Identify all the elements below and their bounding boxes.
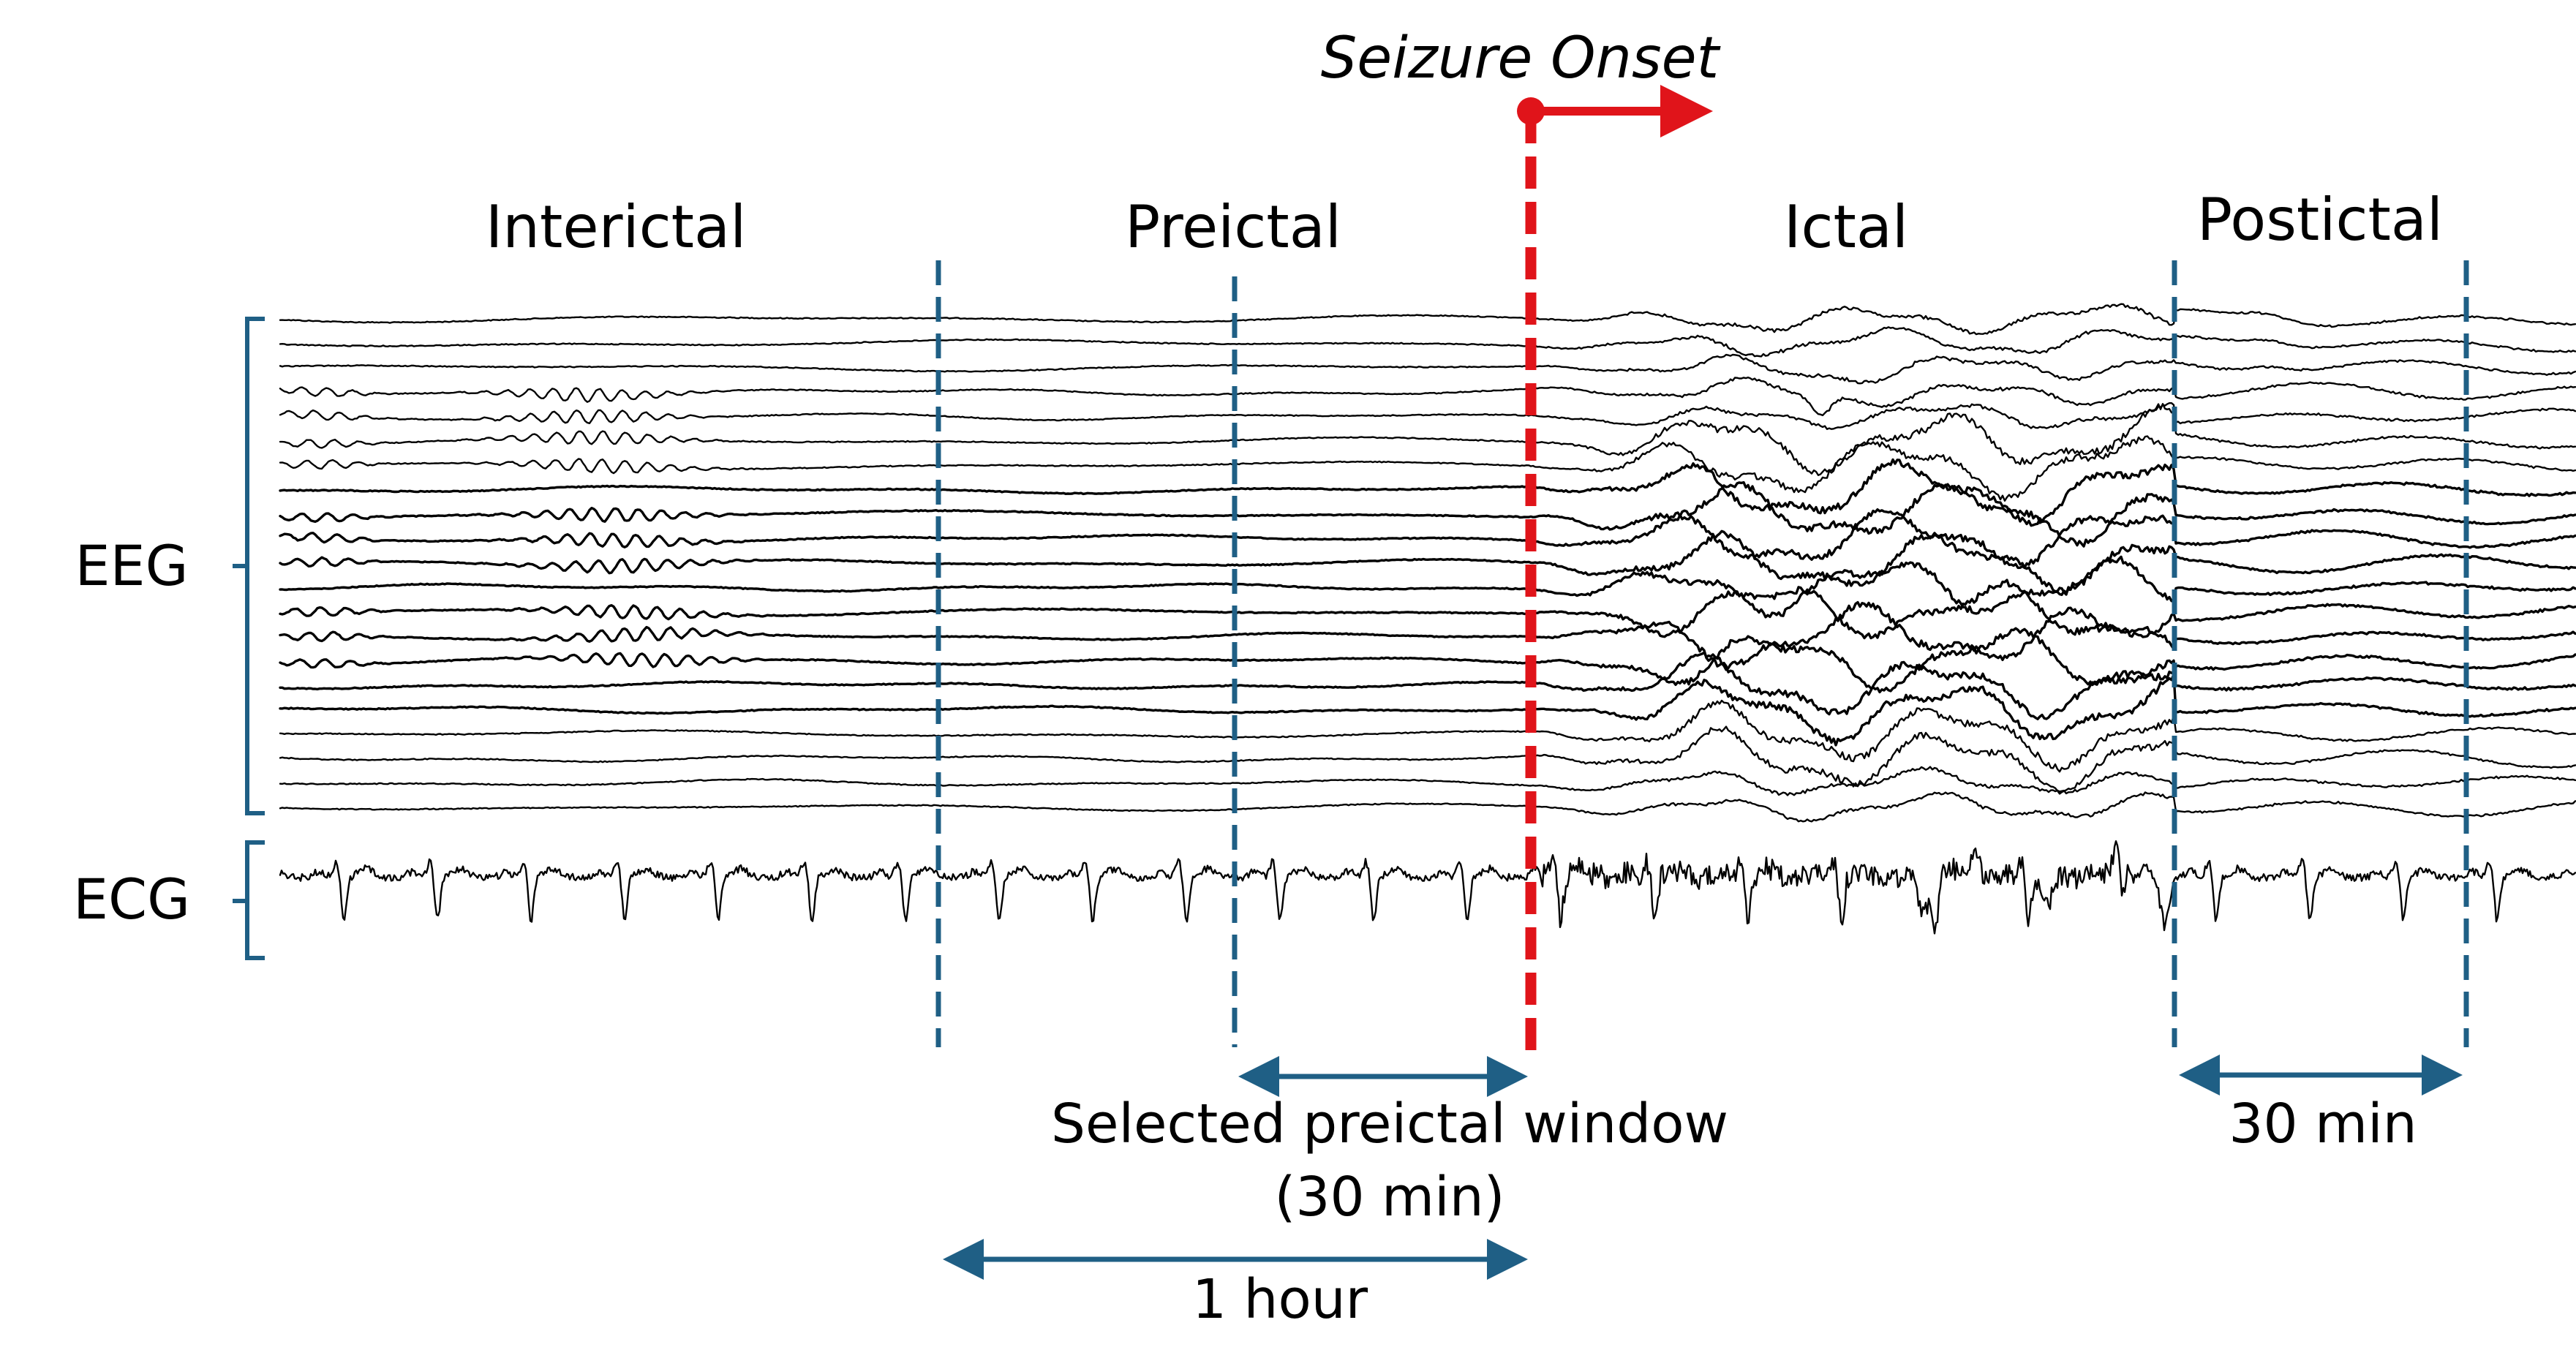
eeg-channel-trace — [279, 403, 2576, 476]
eeg-channel-trace — [279, 627, 2576, 694]
phase-label-postictal: Postictal — [2197, 186, 2443, 254]
eeg-channel-trace — [279, 529, 2576, 596]
eeg-channel-trace — [279, 303, 2576, 336]
ecg-bracket — [233, 840, 265, 960]
selected-window-label: Selected preictal window — [1051, 1093, 1728, 1155]
phase-label-interictal: Interictal — [486, 193, 747, 261]
eeg-channel-trace — [279, 376, 2576, 417]
eeg-channel-trace — [279, 508, 2576, 570]
eeg-channel-trace — [279, 326, 2576, 358]
eeg-channel-trace — [279, 600, 2576, 671]
eeg-channel-trace — [279, 578, 2576, 640]
eeg-channel-trace — [279, 555, 2576, 619]
phase-label-ictal: Ictal — [1784, 193, 1908, 261]
eeg-channel-trace — [279, 435, 2576, 502]
eeg-channel-trace — [279, 725, 2576, 795]
selected-window-duration-label: (30 min) — [1275, 1166, 1505, 1229]
eeg-channel-trace — [279, 766, 2576, 796]
eeg-channel-trace — [279, 353, 2576, 385]
eeg-channel-trace — [279, 651, 2576, 720]
seizure-onset-label: Seizure Onset — [1321, 26, 1721, 91]
eeg-traces — [279, 303, 2576, 823]
ecg-trace — [279, 840, 2576, 935]
eeg-bracket — [233, 317, 265, 815]
postictal-duration-label: 30 min — [2229, 1093, 2417, 1155]
phase-label-preictal: Preictal — [1125, 193, 1341, 261]
eeg-channel-trace — [279, 673, 2576, 747]
eeg-channel-trace — [279, 699, 2576, 773]
eeg-label: EEG — [75, 533, 189, 598]
eeg-channel-trace — [279, 402, 2576, 430]
eeg-channel-trace — [279, 791, 2576, 823]
ecg-label: ECG — [73, 867, 190, 932]
one-hour-label: 1 hour — [1192, 1268, 1368, 1331]
eeg-channel-trace — [279, 458, 2576, 527]
eeg-channel-trace — [279, 480, 2576, 548]
